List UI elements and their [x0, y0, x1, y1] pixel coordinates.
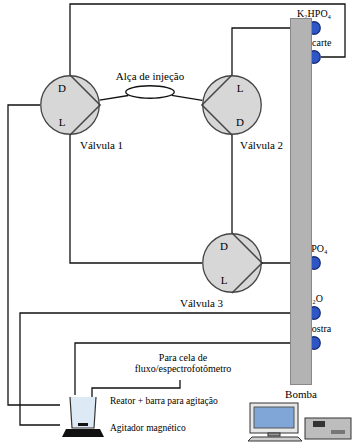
text-holder: Válvula 3: [180, 297, 223, 309]
tubing-line: [231, 135, 232, 233]
valve-label: Válvula 2: [240, 139, 283, 151]
text-holder: Reator + barra para agitação: [110, 396, 218, 406]
text-holder: D: [220, 240, 228, 252]
pump-bar-shape: [291, 19, 312, 385]
text-holder: K₂HPO₄: [297, 8, 331, 19]
tubing-line: [8, 105, 60, 405]
computer-spectrophotometer: [248, 403, 351, 441]
tubing-line: [100, 96, 129, 101]
text-holder: L: [221, 274, 228, 286]
tubing-line: [172, 95, 203, 100]
valve-outline: [202, 75, 262, 135]
text-holder: D: [236, 116, 244, 128]
valve-shape: [203, 234, 262, 293]
text-holder: L: [237, 82, 244, 94]
pump-bar-label: Bomba: [285, 388, 317, 400]
valve-outline: [40, 75, 100, 135]
text-holder: Alça de injeção: [116, 70, 184, 82]
text-holder: Para cela de fluxo/espectrofotômetro: [122, 352, 244, 374]
text-holder: Agitador magnético: [110, 423, 186, 433]
tubing-line: [70, 135, 202, 263]
outlet-note: Para cela de fluxo/espectrofotômetro: [135, 352, 232, 374]
valve-label: D: [236, 116, 244, 128]
text-holder: Válvula 1: [80, 139, 123, 151]
valve: DLVálvula 3: [202, 233, 262, 293]
valve-shape: [203, 76, 262, 135]
reactor-label: Agitador magnético: [110, 423, 186, 433]
text-holder: L: [59, 116, 66, 128]
valve-label: L: [59, 116, 66, 128]
valve-label: D: [220, 240, 228, 252]
valve: DLVálvula 1: [40, 75, 100, 135]
valve-shape: [41, 76, 100, 135]
valve: LDVálvula 2: [202, 75, 262, 135]
reactor: Reator + barra para agitaçãoAgitador mag…: [60, 395, 104, 437]
text-holder: Válvula 2: [240, 139, 283, 151]
valve-label: D: [58, 82, 66, 94]
reactor-beaker: [70, 397, 96, 428]
reagent-port-label: K₂HPO₄: [297, 8, 331, 19]
pump-bar-outline: [290, 18, 312, 385]
valve-outline: [202, 233, 262, 293]
injection-loop-shape: [126, 86, 175, 99]
valve-label: L: [221, 274, 228, 286]
magnetic-stirrer: [62, 429, 104, 437]
text-holder: D: [58, 82, 66, 94]
stir-bar: [78, 423, 88, 426]
injection-loop-label: Alça de injeção: [116, 70, 184, 82]
tubing-line: [75, 343, 307, 395]
valve-label: Válvula 3: [180, 297, 223, 309]
pump-bar: Bomba: [290, 18, 312, 385]
injection-loop-outline: [125, 85, 175, 99]
valve-label: Válvula 1: [80, 139, 123, 151]
reactor-shape: [61, 396, 104, 437]
injection-loop: Alça de injeção: [125, 85, 175, 99]
reactor-label: Reator + barra para agitação: [110, 396, 218, 406]
valve-label: L: [237, 82, 244, 94]
reactor-outline: [60, 395, 104, 437]
text-holder: Bomba: [285, 388, 317, 400]
